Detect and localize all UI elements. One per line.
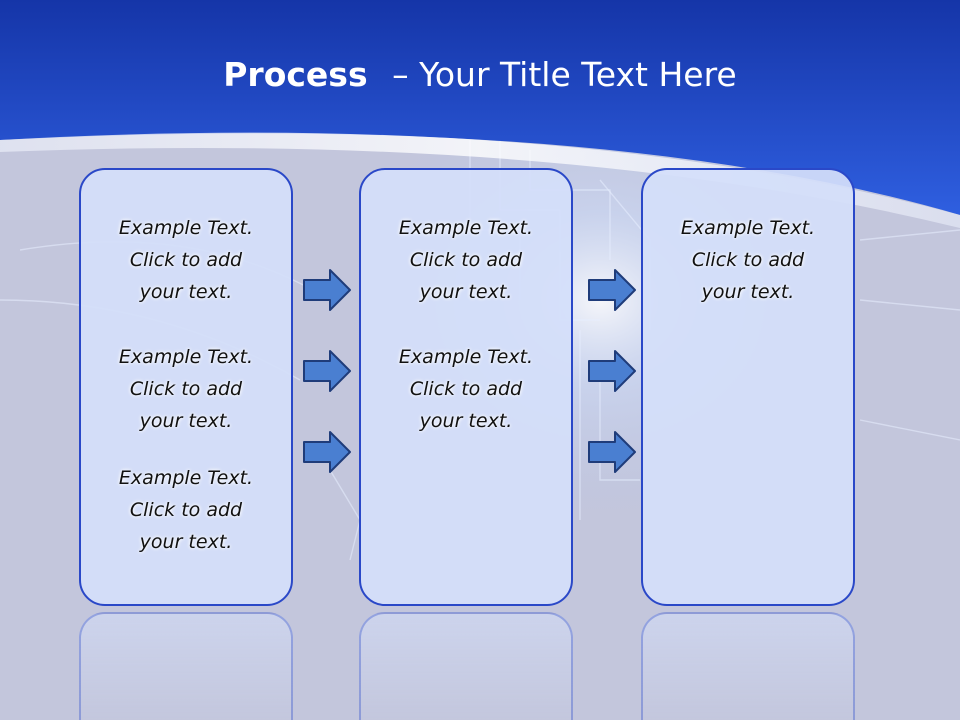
step-2-reflection bbox=[359, 612, 573, 720]
text-line: Click to add bbox=[129, 499, 243, 521]
process-step-2[interactable]: Example Text. Click to add your text. Ex… bbox=[359, 168, 573, 606]
process-step-3[interactable]: Example Text. Click to add your text. bbox=[641, 168, 855, 606]
text-line: your text. bbox=[139, 410, 233, 432]
step-3-reflection bbox=[641, 612, 855, 720]
text-placeholder[interactable]: Example Text. Click to add your text. bbox=[361, 341, 571, 437]
right-arrow-icon[interactable] bbox=[587, 430, 637, 474]
text-line: Click to add bbox=[129, 378, 243, 400]
text-placeholder[interactable]: Example Text. Click to add your text. bbox=[361, 212, 571, 308]
right-arrow-icon[interactable] bbox=[587, 268, 637, 312]
title-rest: Your Title Text Here bbox=[419, 55, 737, 94]
text-line: Example Text. bbox=[398, 217, 534, 239]
text-line: Click to add bbox=[409, 378, 523, 400]
text-line: your text. bbox=[701, 281, 795, 303]
header-band bbox=[0, 0, 960, 215]
text-line: Click to add bbox=[409, 249, 523, 271]
text-line: your text. bbox=[139, 281, 233, 303]
slide-title[interactable]: Process – Your Title Text Here bbox=[0, 52, 960, 98]
text-line: Example Text. bbox=[680, 217, 816, 239]
text-line: Example Text. bbox=[118, 217, 254, 239]
text-line: Example Text. bbox=[398, 346, 534, 368]
right-arrow-icon[interactable] bbox=[302, 430, 352, 474]
text-placeholder[interactable]: Example Text. Click to add your text. bbox=[81, 341, 291, 437]
step-1-reflection bbox=[79, 612, 293, 720]
text-line: Example Text. bbox=[118, 467, 254, 489]
right-arrow-icon[interactable] bbox=[302, 349, 352, 393]
text-line: your text. bbox=[419, 410, 513, 432]
text-placeholder[interactable]: Example Text. Click to add your text. bbox=[643, 212, 853, 308]
text-line: your text. bbox=[419, 281, 513, 303]
text-placeholder[interactable]: Example Text. Click to add your text. bbox=[81, 212, 291, 308]
process-step-1[interactable]: Example Text. Click to add your text. Ex… bbox=[79, 168, 293, 606]
text-line: Click to add bbox=[129, 249, 243, 271]
text-line: Example Text. bbox=[118, 346, 254, 368]
text-line: your text. bbox=[139, 531, 233, 553]
title-strong: Process bbox=[223, 55, 368, 94]
title-separator: – bbox=[392, 55, 409, 94]
right-arrow-icon[interactable] bbox=[587, 349, 637, 393]
text-line: Click to add bbox=[691, 249, 805, 271]
text-placeholder[interactable]: Example Text. Click to add your text. bbox=[81, 462, 291, 558]
right-arrow-icon[interactable] bbox=[302, 268, 352, 312]
